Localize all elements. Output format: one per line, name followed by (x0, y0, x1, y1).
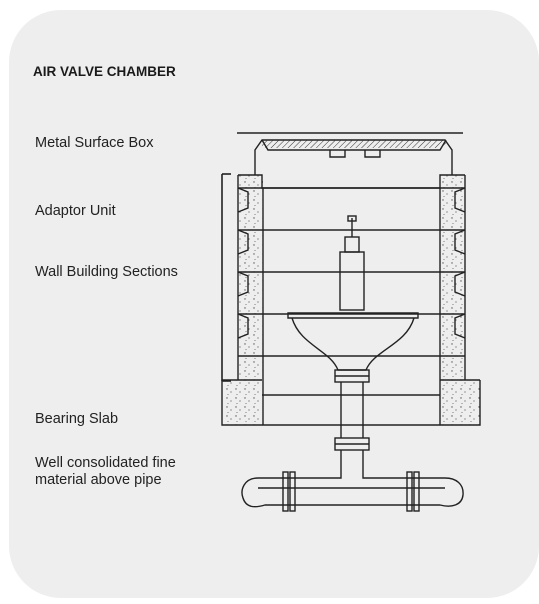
wall-speckle-fill (222, 175, 480, 425)
label-adaptor-unit: Adaptor Unit (35, 203, 116, 219)
diagram-title: AIR VALVE CHAMBER (33, 64, 176, 79)
label-well-consolidated-line2: material above pipe (35, 472, 162, 488)
label-metal-surface-box: Metal Surface Box (35, 135, 154, 151)
wall-sections-bracket (221, 173, 231, 382)
label-wall-building-sections: Wall Building Sections (35, 264, 178, 280)
chamber-outline (221, 132, 481, 512)
label-well-consolidated-line1: Well consolidated fine (35, 455, 176, 471)
label-bearing-slab: Bearing Slab (35, 411, 119, 427)
